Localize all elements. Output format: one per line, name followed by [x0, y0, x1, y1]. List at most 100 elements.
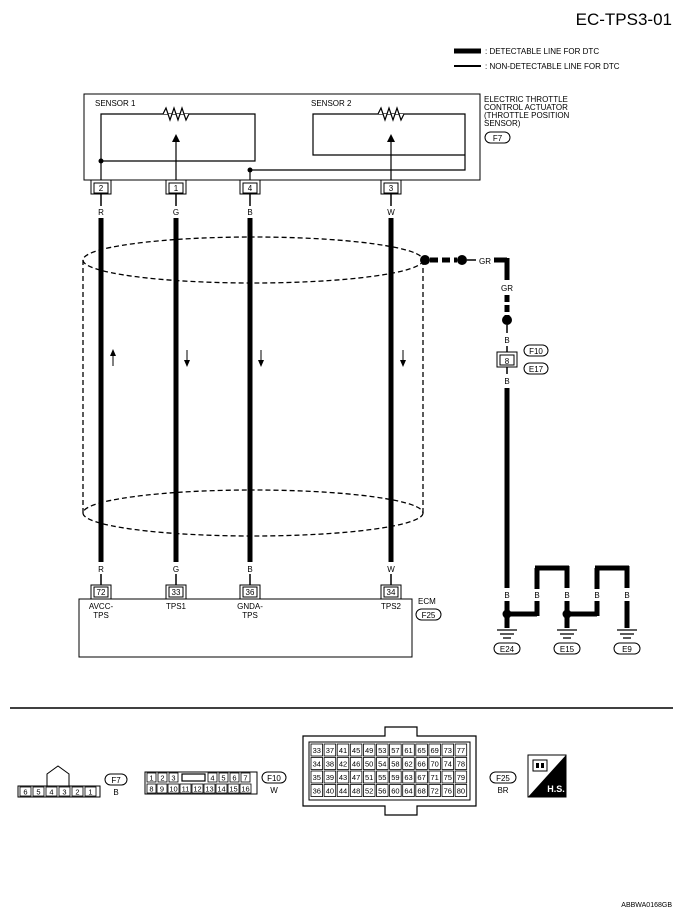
- f25-pin: 47: [352, 773, 360, 782]
- ecm: AVCC- TPS TPS1 GNDA- TPS TPS2 ECM F25: [78, 597, 442, 658]
- ground-badge-e9: [613, 642, 641, 655]
- f25-pin-cell: [336, 743, 350, 757]
- ground-id-e15: E15: [560, 645, 575, 654]
- sensor2-wiper-arrow: [387, 134, 395, 142]
- pin-number: 2: [99, 184, 104, 193]
- ecm-terminal-tps1: TPS1: [166, 602, 187, 611]
- drain-color-b-2: B: [504, 377, 509, 386]
- junction-id-f10: F10: [529, 347, 543, 356]
- f25-badge: [489, 771, 517, 784]
- f25-pin-cell: [415, 743, 428, 757]
- f25-pin-cell: [454, 770, 468, 784]
- f10-lock: [181, 773, 206, 782]
- f25-color: BR: [497, 786, 508, 795]
- f25-pin: 59: [391, 773, 399, 782]
- f25-pin-cell: [310, 743, 324, 757]
- ecm-terminal-avcc-2: TPS: [93, 611, 109, 620]
- f25-pin-cell: [415, 757, 428, 770]
- f10-pin: 14: [217, 785, 225, 794]
- f10-pin: 4: [210, 774, 214, 783]
- f25-pin: 53: [378, 746, 386, 755]
- f10-pin: 15: [229, 785, 237, 794]
- f25-pin: 76: [444, 787, 452, 796]
- f10-pin: 3: [171, 774, 175, 783]
- ecm-pin-number: 36: [246, 588, 255, 597]
- wire-color: G: [173, 208, 179, 217]
- f25-pin-cell: [402, 784, 415, 797]
- f10-pin: 9: [160, 785, 164, 794]
- f25-pin: 69: [431, 746, 439, 755]
- f25-pin-cell: [402, 770, 415, 784]
- f25-pin: 67: [417, 773, 425, 782]
- f25-pin-cell: [415, 784, 428, 797]
- sensor1-wiper-arrow: [172, 134, 180, 142]
- f25-pin-cell: [336, 770, 350, 784]
- ecm-terminal-avcc: AVCC-: [89, 602, 114, 611]
- wire-color: B: [247, 208, 252, 217]
- f25-pin: 74: [444, 760, 452, 769]
- sensor2-label: SENSOR 2: [311, 99, 352, 108]
- pin-number: 1: [174, 184, 179, 193]
- connector-f10-face: 1 2 3 4 5 6 7 8 9 10 11 12 13 14 15 16 F…: [144, 771, 287, 795]
- f25-pin-cell: [323, 757, 337, 770]
- f25-pin-cell: [349, 784, 363, 797]
- actuator-name-4: SENSOR): [484, 119, 521, 128]
- f7-id: F7: [111, 776, 121, 785]
- ground-wire-color: B: [564, 591, 569, 600]
- f25-pin-cell: [402, 757, 415, 770]
- f25-pin-cell: [323, 743, 337, 757]
- actuator-name-3: (THROTTLE POSITION: [484, 111, 570, 120]
- drain-color-b: B: [504, 336, 509, 345]
- signal-arrows: [110, 349, 406, 367]
- f25-pin: 71: [431, 773, 439, 782]
- hs-symbol: H.S.: [527, 754, 567, 798]
- f25-pin: 37: [326, 746, 334, 755]
- f10-id: F10: [267, 774, 281, 783]
- f25-pin: 62: [404, 760, 412, 769]
- f25-pin-cell: [376, 757, 389, 770]
- f25-pin: 41: [339, 746, 347, 755]
- f25-pin: 39: [326, 773, 334, 782]
- f25-pin: 72: [431, 787, 439, 796]
- shield-drain: GR GR B 8 F10 E17 B: [420, 255, 549, 588]
- f25-pin: 54: [378, 760, 386, 769]
- actuator-box: [83, 93, 481, 181]
- f25-pin: 34: [313, 760, 321, 769]
- f10-pin: 16: [241, 785, 249, 794]
- actuator-name-1: ELECTRIC THROTTLE: [484, 95, 568, 104]
- wire-color: W: [387, 208, 395, 217]
- f10-pin: 5: [221, 774, 225, 783]
- ground-id-e24: E24: [500, 645, 515, 654]
- shield: [82, 236, 424, 537]
- f25-pin: 42: [339, 760, 347, 769]
- f25-pin-cell: [428, 784, 441, 797]
- ecm-label: ECM: [418, 597, 436, 606]
- f25-pin: 57: [391, 746, 399, 755]
- diagram-code: ABBWA0168GB: [621, 902, 672, 909]
- ecm-connector-badge: [415, 608, 442, 621]
- f25-pin: 60: [391, 787, 399, 796]
- legend-detectable: : DETECTABLE LINE FOR DTC: [485, 47, 599, 56]
- actuator-connector-id: F7: [493, 134, 503, 143]
- f25-pin-cell: [389, 757, 402, 770]
- f25-pin: 56: [378, 787, 386, 796]
- f25-pin: 77: [457, 746, 465, 755]
- f10-pin: 12: [193, 785, 201, 794]
- wire-color: R: [98, 208, 104, 217]
- f7-color: B: [113, 788, 118, 797]
- f25-pin-cell: [362, 784, 376, 797]
- f10-pin: 1: [149, 774, 153, 783]
- f25-pin-cell: [389, 770, 402, 784]
- f25-pin-cell: [323, 784, 337, 797]
- f10-outline: [144, 771, 258, 795]
- f25-pin-cell: [454, 757, 468, 770]
- f25-pin-cell: [376, 784, 389, 797]
- f25-pin: 68: [417, 787, 425, 796]
- ecm-pin-number: 72: [97, 588, 106, 597]
- f25-pin-cell: [376, 770, 389, 784]
- f25-pin-cell: [310, 757, 324, 770]
- connector-icon: [532, 759, 548, 772]
- page-title: EC-TPS3-01: [576, 10, 672, 29]
- ecm-terminal-gnda-2: TPS: [242, 611, 258, 620]
- ecm-pin-number: 34: [387, 588, 396, 597]
